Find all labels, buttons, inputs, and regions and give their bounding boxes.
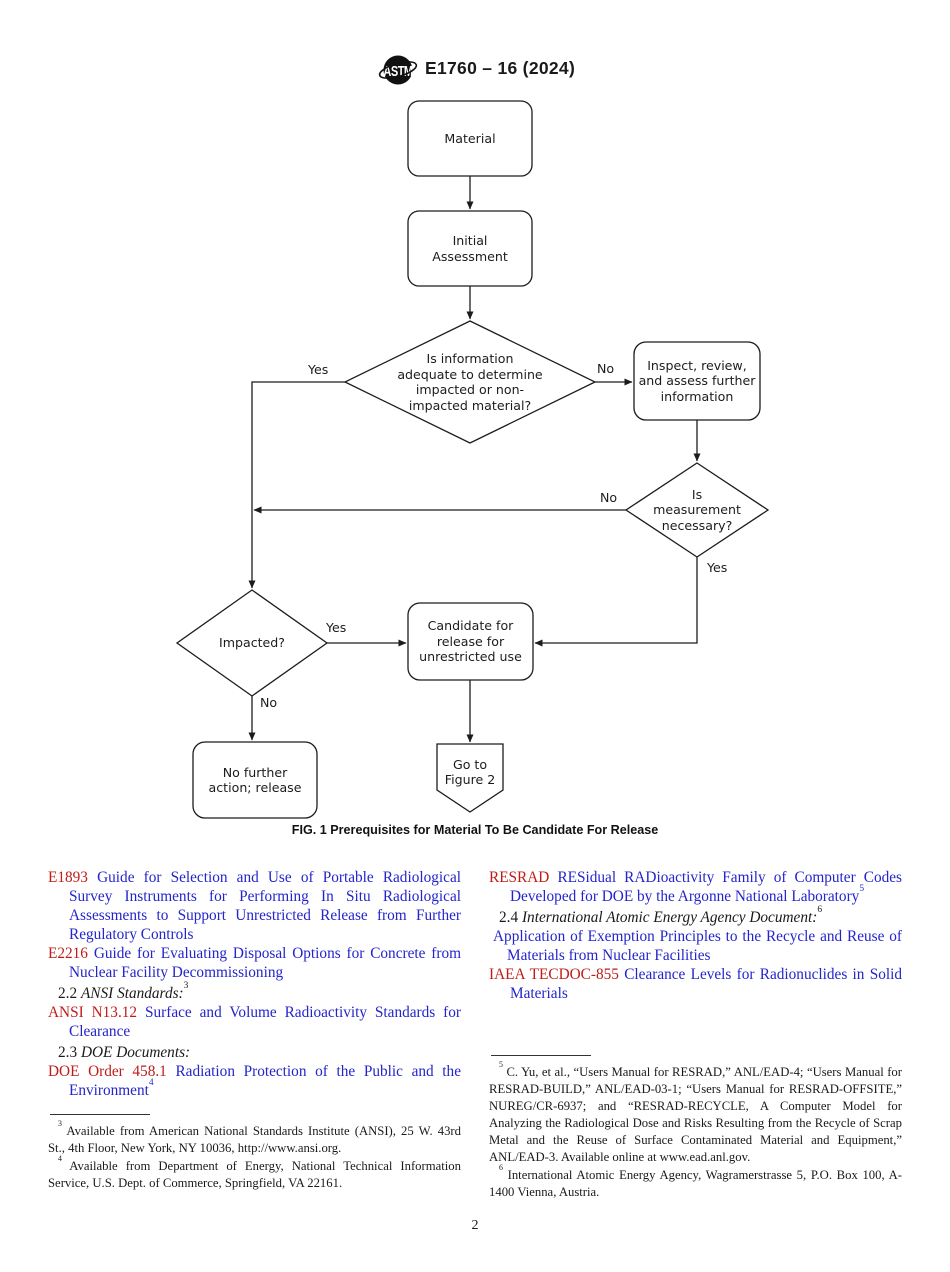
footnote-4: 4 Available from Department of Energy, N… (48, 1154, 461, 1190)
node-initial-assessment: Initial Assessment (432, 233, 508, 264)
reference-e2216: E2216 Guide for Evaluating Disposal Opti… (48, 944, 461, 982)
footnote-rule-right (491, 1055, 591, 1056)
footnote-6: 6 International Atomic Energy Agency, Wa… (489, 1163, 902, 1199)
ref-title-ansi[interactable]: Surface and Volume Radioactivity Standar… (69, 1004, 461, 1040)
reference-doe-458-1: DOE Order 458.1 Radiation Protection of … (48, 1063, 461, 1099)
left-column: E1893 Guide for Selection and Use of Por… (48, 868, 461, 1100)
astm-logo-text: ASTM (383, 62, 412, 79)
footnote-rule-left (50, 1114, 150, 1115)
section-2-4-heading: 2.4 International Atomic Energy Agency D… (499, 904, 823, 926)
edge-label-no-info: No (597, 361, 615, 376)
ref-code-doe[interactable]: DOE Order 458.1 (48, 1063, 167, 1080)
node-candidate: Candidate for release for unrestricted u… (419, 618, 522, 665)
node-impacted: Impacted? (219, 635, 285, 651)
ref-code-e2216[interactable]: E2216 (48, 945, 88, 962)
edge-label-yes-measurement: Yes (707, 560, 728, 575)
no-further-action-box-shape (192, 741, 318, 819)
ref-code-e1893[interactable]: E1893 (48, 869, 88, 886)
standard-designation: E1760 – 16 (2024) (425, 58, 576, 78)
edge-label-no-measurement: No (600, 490, 618, 505)
reference-ansi-n13-12: ANSI N13.12 Surface and Volume Radioacti… (48, 1003, 461, 1041)
ref-title-resrad[interactable]: RESidual RADioactivity Family of Compute… (510, 869, 903, 905)
node-inspect: Inspect, review, and assess further info… (638, 357, 756, 404)
footnote-5: 5 C. Yu, et al., “Users Manual for RESRA… (489, 1060, 903, 1164)
reference-iaea-application: Application of Exemption Principles to t… (489, 927, 902, 965)
ref-code-tecdoc[interactable]: IAEA TECDOC-855 (489, 966, 619, 983)
page-number: 2 (471, 1218, 479, 1233)
goto-figure2-connector-shape (436, 743, 504, 813)
reference-e1893: E1893 Guide for Selection and Use of Por… (48, 868, 461, 944)
astm-logo-icon: ASTM (378, 55, 418, 85)
footnote-3: 3 Available from American National Stand… (48, 1119, 461, 1155)
reference-iaea-tecdoc-855: IAEA TECDOC-855 Clearance Levels for Rad… (489, 965, 902, 1003)
right-footnotes: 5 C. Yu, et al., “Users Manual for RESRA… (489, 1055, 902, 1201)
left-footnotes: 3 Available from American National Stand… (48, 1114, 461, 1192)
flowchart-shapes (175, 100, 770, 819)
ref-title-tecdoc[interactable]: Clearance Levels for Radionuclides in So… (510, 966, 903, 1002)
reference-resrad: RESRAD RESidual RADioactivity Family of … (489, 869, 903, 905)
ref-title-e1893[interactable]: Guide for Selection and Use of Portable … (69, 869, 461, 943)
edge-label-yes-impacted: Yes (326, 620, 347, 635)
node-goto-figure2: Go to Figure 2 (444, 756, 496, 788)
figure-caption: FIG. 1 Prerequisites for Material To Be … (291, 823, 659, 837)
ref-title-iaea-application[interactable]: Application of Exemption Principles to t… (493, 928, 902, 964)
ref-code-ansi[interactable]: ANSI N13.12 (48, 1004, 138, 1021)
ref-title-e2216[interactable]: Guide for Evaluating Disposal Options fo… (69, 945, 461, 981)
section-2-2-heading: 2.2 ANSI Standards:3 (58, 980, 189, 1002)
right-column: RESRAD RESidual RADioactivity Family of … (489, 868, 902, 1003)
node-measurement-necessary: Is measurement necessary? (653, 486, 741, 533)
ref-code-resrad[interactable]: RESRAD (489, 869, 550, 886)
ref-title-doe[interactable]: Radiation Protection of the Public and t… (69, 1063, 461, 1099)
section-2-3-heading: 2.3 DOE Documents: (58, 1044, 191, 1061)
node-info-adequate: Is information adequate to determine imp… (397, 351, 543, 413)
node-material: Material (444, 130, 496, 146)
edge-label-no-impacted: No (260, 695, 278, 710)
edge-label-yes-info: Yes (308, 362, 329, 377)
node-no-further-action: No further action; release (208, 764, 302, 796)
info-adequate-diamond-shape (343, 320, 597, 444)
